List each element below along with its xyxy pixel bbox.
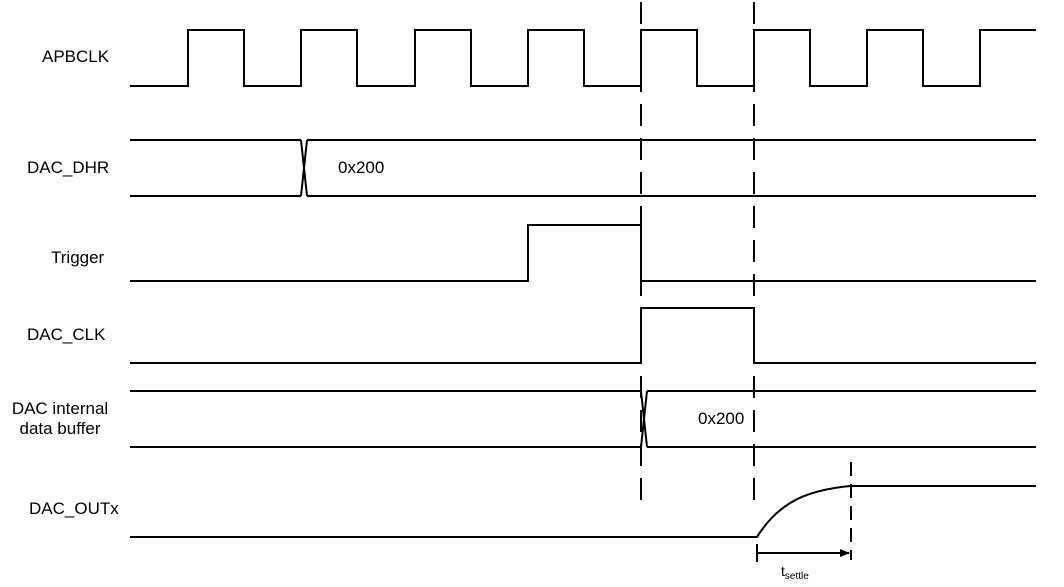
dac-dhr-bus [130, 139, 1036, 197]
tsettle-sub: settle [784, 571, 809, 582]
dac-dhr-value: 0x200 [338, 158, 385, 177]
label-dac-dhr: DAC_DHR [27, 158, 110, 177]
label-dac-buffer-line2: data buffer [19, 419, 101, 438]
label-apbclk: APBCLK [42, 47, 110, 66]
label-dac-out: DAC_OUTx [29, 499, 119, 518]
tsettle-label: tsettle [781, 563, 809, 585]
label-dac-buffer: DAC internal data buffer [4, 399, 116, 439]
label-trigger: Trigger [51, 248, 105, 267]
label-dac-buffer-line1: DAC internal [11, 399, 109, 418]
dac-out-waveform [130, 485, 1036, 538]
tsettle-t: t [781, 563, 785, 579]
dac-buffer-bus [130, 390, 1036, 448]
apbclk-waveform [130, 29, 1036, 87]
label-dac-clk: DAC_CLK [27, 325, 106, 344]
dac-clk-waveform [130, 307, 1036, 364]
dac-buffer-value: 0x200 [698, 409, 745, 428]
trigger-waveform [130, 224, 1036, 282]
